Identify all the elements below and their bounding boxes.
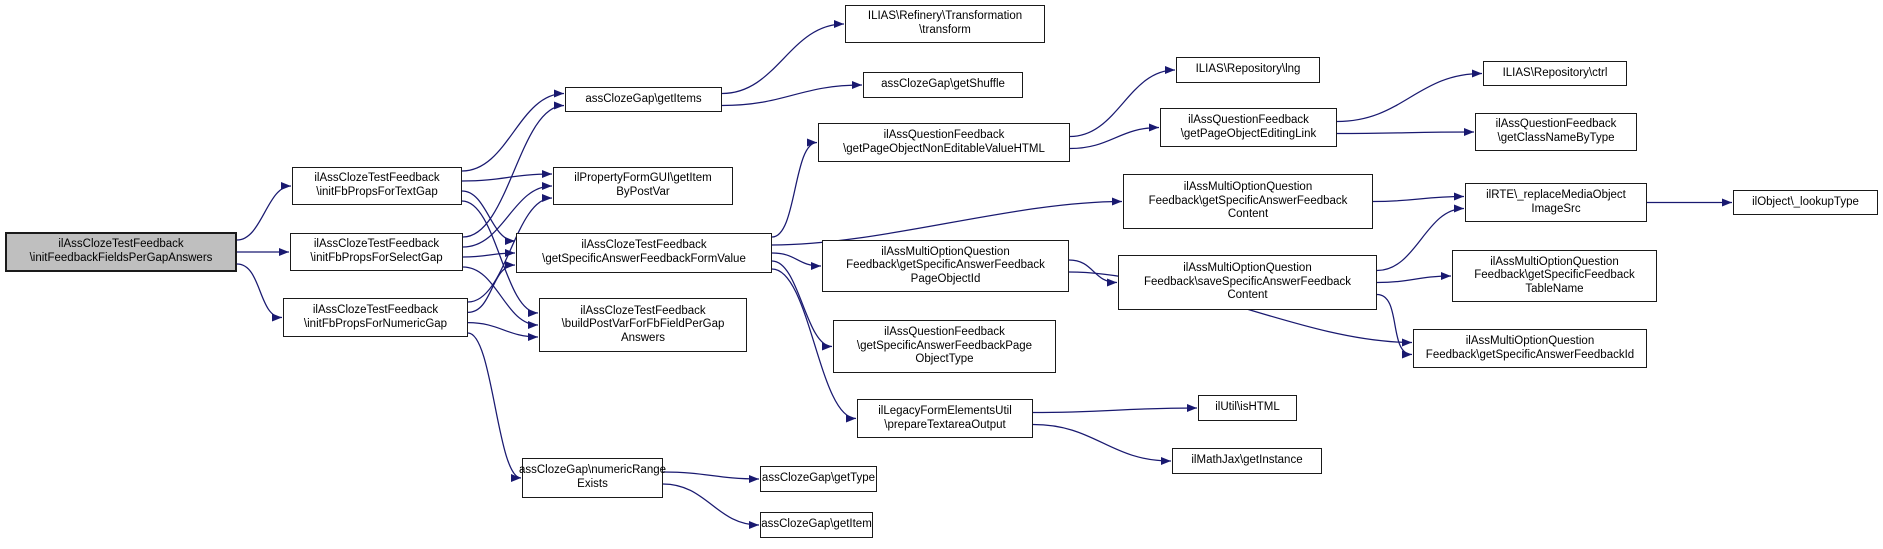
edge-saveSpecificAnswerFeedbackContent-getSpecificAnswerFeedbackId	[1376, 293, 1413, 359]
node-numericRangeExists[interactable]: assClozeGap\numericRange Exists	[519, 458, 666, 498]
edge-initFbPropsForNumericGap-getSpecificAnswerFeedbackFormValue	[467, 261, 516, 313]
node-isHTML[interactable]: ilUtil\isHTML	[1198, 395, 1297, 421]
edge-initFbPropsForTextGap-getSpecificAnswerFeedbackFormValue	[461, 190, 516, 245]
node-lookupType[interactable]: ilObject\_lookupType	[1733, 190, 1878, 215]
node-ctrl[interactable]: ILIAS\Repository\ctrl	[1483, 61, 1627, 86]
node-getInstance[interactable]: ilMathJax\getInstance	[1172, 448, 1322, 474]
node-replaceMediaObjectImageSrc[interactable]: ilRTE\_replaceMediaObject ImageSrc	[1465, 183, 1647, 222]
node-saveSpecificAnswerFeedbackContent[interactable]: ilAssMultiOptionQuestion Feedback\saveSp…	[1118, 255, 1377, 310]
node-getSpecificAnswerFeedbackContent[interactable]: ilAssMultiOptionQuestion Feedback\getSpe…	[1123, 174, 1373, 229]
edge-prepareTextareaOutput-isHTML	[1032, 404, 1198, 414]
node-getSpecificFeedbackTableName[interactable]: ilAssMultiOptionQuestion Feedback\getSpe…	[1452, 250, 1657, 302]
edge-getSpecificAnswerFeedbackFormValue-getPageObjectNonEditableValueHTML	[771, 138, 818, 238]
edge-getItems-getShuffle	[721, 81, 863, 107]
node-buildPostVarForFbFieldPerGapAnswers[interactable]: ilAssClozeTestFeedback \buildPostVarForF…	[539, 298, 747, 352]
edge-getSpecificAnswerFeedbackPageObjectId-saveSpecificAnswerFeedbackContent	[1068, 259, 1118, 287]
edge-prepareTextareaOutput-getInstance	[1032, 423, 1172, 465]
edge-initFbPropsForSelectGap-buildPostVarForFbFieldPerGapAnswers	[462, 266, 539, 329]
node-getSpecificAnswerFeedbackPageObjectType[interactable]: ilAssQuestionFeedback \getSpecificAnswer…	[833, 320, 1056, 373]
node-getPageObjectEditingLink[interactable]: ilAssQuestionFeedback \getPageObjectEdit…	[1160, 108, 1337, 147]
node-getPageObjectNonEditableValueHTML[interactable]: ilAssQuestionFeedback \getPageObjectNonE…	[818, 123, 1070, 162]
node-initFbPropsForSelectGap[interactable]: ilAssClozeTestFeedback \initFbPropsForSe…	[290, 233, 463, 271]
edge-numericRangeExists-getType	[662, 471, 760, 483]
node-getItem[interactable]: assClozeGap\getItem	[760, 512, 873, 538]
edge-saveSpecificAnswerFeedbackContent-getSpecificFeedbackTableName	[1376, 272, 1452, 284]
edge-getItems-transform	[721, 20, 845, 95]
node-getItemByPostVar[interactable]: ilPropertyFormGUI\getItem ByPostVar	[553, 167, 733, 205]
edge-getPageObjectNonEditableValueHTML-getPageObjectEditingLink	[1069, 123, 1160, 150]
node-getShuffle[interactable]: assClozeGap\getShuffle	[863, 72, 1023, 98]
node-transform[interactable]: ILIAS\Refinery\Transformation \transform	[845, 5, 1045, 43]
edge-initFbPropsForTextGap-getItemByPostVar	[461, 170, 553, 182]
edge-getPageObjectEditingLink-getClassNameByType	[1336, 128, 1475, 137]
node-lng[interactable]: ILIAS\Repository\lng	[1176, 57, 1320, 83]
edge-initFbPropsForSelectGap-getItems	[462, 101, 565, 238]
node-getItems[interactable]: assClozeGap\getItems	[565, 87, 722, 112]
node-prepareTextareaOutput[interactable]: ilLegacyFormElementsUtil \prepareTextare…	[857, 399, 1033, 438]
edge-getSpecificAnswerFeedbackFormValue-getSpecificAnswerFeedbackPageObjectId	[771, 252, 822, 270]
edge-initFeedbackFieldsPerGapAnswers-initFbPropsForNumericGap	[236, 263, 283, 322]
node-initFbPropsForTextGap[interactable]: ilAssClozeTestFeedback \initFbPropsForTe…	[292, 167, 462, 205]
node-getSpecificAnswerFeedbackPageObjectId[interactable]: ilAssMultiOptionQuestion Feedback\getSpe…	[822, 240, 1069, 292]
edge-initFeedbackFieldsPerGapAnswers-initFbPropsForTextGap	[236, 182, 292, 241]
node-getClassNameByType[interactable]: ilAssQuestionFeedback \getClassNameByTyp…	[1475, 113, 1637, 151]
node-initFbPropsForNumericGap[interactable]: ilAssClozeTestFeedback \initFbPropsForNu…	[283, 298, 468, 337]
node-getType[interactable]: assClozeGap\getType	[760, 466, 877, 492]
edge-initFbPropsForTextGap-getItems	[461, 89, 565, 172]
node-initFeedbackFieldsPerGapAnswers: ilAssClozeTestFeedback \initFeedbackFiel…	[5, 232, 237, 272]
edge-initFbPropsForNumericGap-buildPostVarForFbFieldPerGapAnswers	[467, 322, 539, 341]
edge-initFbPropsForNumericGap-numericRangeExists	[467, 332, 522, 482]
edge-getSpecificAnswerFeedbackFormValue-getSpecificAnswerFeedbackContent	[771, 197, 1123, 246]
edge-numericRangeExists-getItem	[662, 483, 760, 529]
node-getSpecificAnswerFeedbackId[interactable]: ilAssMultiOptionQuestion Feedback\getSpe…	[1413, 329, 1647, 368]
edge-getSpecificAnswerFeedbackContent-replaceMediaObjectImageSrc	[1372, 192, 1465, 203]
node-getSpecificAnswerFeedbackFormValue[interactable]: ilAssClozeTestFeedback \getSpecificAnswe…	[516, 233, 772, 273]
edge-initFbPropsForSelectGap-getSpecificAnswerFeedbackFormValue	[462, 249, 516, 258]
edge-getPageObjectEditingLink-ctrl	[1336, 69, 1483, 123]
edge-saveSpecificAnswerFeedbackContent-replaceMediaObjectImageSrc	[1376, 204, 1465, 272]
